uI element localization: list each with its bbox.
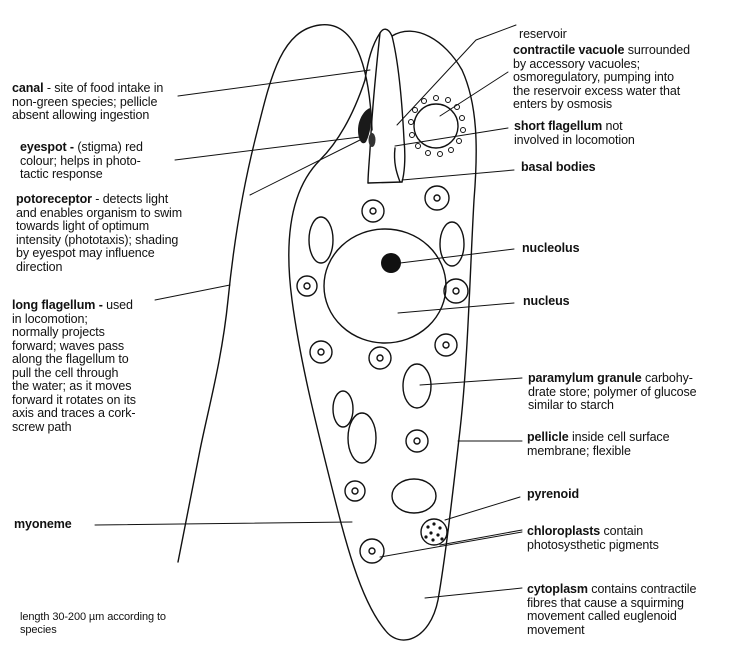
label-myoneme: myoneme <box>14 517 72 531</box>
label-reservoir: reservoir <box>519 26 567 41</box>
label-pellicle: pellicle inside cell surface membrane; f… <box>527 430 670 458</box>
long-flagellum <box>177 24 373 563</box>
label-long-flagellum: long flagellum - used in locomotion; nor… <box>12 298 136 434</box>
photoreceptor <box>368 133 376 147</box>
paramylum-granule <box>347 412 377 464</box>
reservoir-wall-left <box>364 28 393 81</box>
label-nucleus: nucleus <box>523 294 570 308</box>
basal-bodies-line <box>367 181 403 184</box>
label-basal-bodies: basal bodies <box>521 160 596 174</box>
label-chloroplasts: chloroplasts contain photosysthetic pigm… <box>527 524 659 552</box>
short-flagellum <box>393 147 401 183</box>
label-pyrenoid: pyrenoid <box>527 487 579 501</box>
nucleolus <box>381 253 401 273</box>
paramylum-granule <box>332 390 354 428</box>
label-paramylum: paramylum granule carbohy- drate store; … <box>528 371 697 412</box>
label-canal: canal - site of food intake in non-green… <box>12 81 164 122</box>
paramylum-granule <box>308 216 334 264</box>
label-eyespot: eyespot - (stigma) red colour; helps in … <box>20 140 143 181</box>
paramylum-granule <box>439 221 465 267</box>
label-cytoplasm: cytoplasm contains contractile fibres th… <box>527 582 697 637</box>
contractile-vacuole <box>413 103 459 149</box>
label-length-note: length 30-200 µm according to species <box>20 611 166 636</box>
pyrenoid <box>420 518 448 546</box>
label-photoreceptor: potoreceptor - detects light and enables… <box>16 192 183 274</box>
chloroplasts <box>296 185 469 564</box>
nucleus <box>323 228 447 344</box>
leader-lines <box>94 24 523 599</box>
label-contractile-vacuole: contractile vacuole surrounded by access… <box>513 43 690 111</box>
paramylum-granule <box>402 363 432 409</box>
label-nucleolus: nucleolus <box>522 241 580 255</box>
pellicle-outline <box>288 30 477 641</box>
accessory-vacuoles <box>408 95 466 157</box>
reservoir-wall-inner <box>391 35 406 183</box>
eyespot <box>358 108 372 144</box>
pyrenoid-stipple <box>424 522 444 542</box>
paramylum-granule <box>391 478 437 514</box>
label-short-flagellum: short flagellum not involved in locomoti… <box>514 119 635 147</box>
